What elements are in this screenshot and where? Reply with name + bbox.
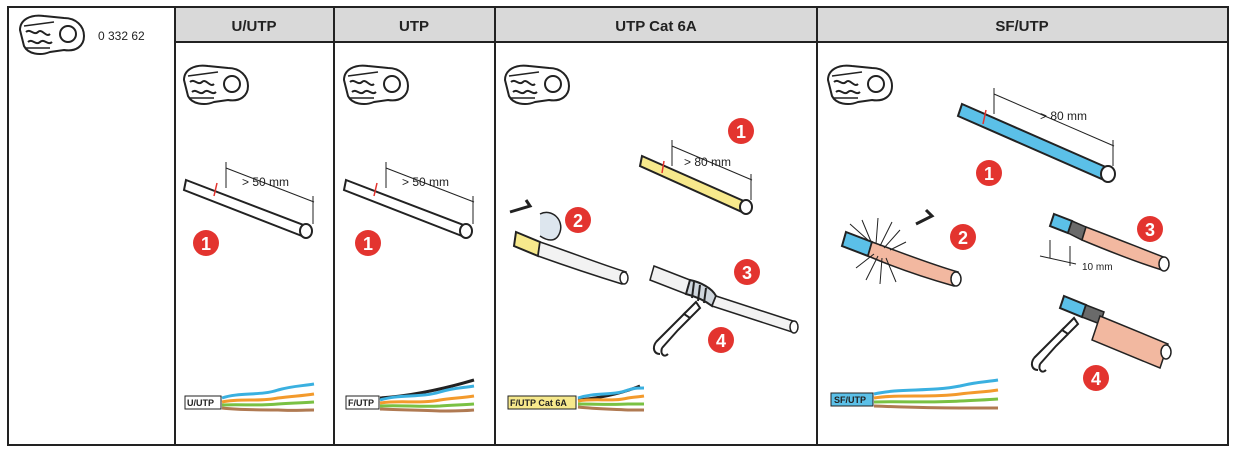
step-badge	[734, 259, 760, 285]
column-sfutp: > 80 mm 1 2 10 mm 3	[827, 64, 1172, 410]
twisted-pairs	[379, 378, 475, 413]
cable-icon	[638, 154, 753, 215]
step-number: 1	[201, 234, 211, 254]
step-number: 3	[1145, 220, 1155, 240]
header-band	[175, 8, 1227, 42]
product-reference: 0 332 62	[98, 29, 145, 43]
step-number: 4	[716, 331, 726, 351]
step-badge	[950, 224, 976, 250]
cable-icon	[1048, 212, 1170, 272]
cable-type-label: SF/UTP	[834, 395, 866, 405]
cable-type-label: U/UTP	[187, 398, 214, 408]
step-number: 2	[573, 211, 583, 231]
step-number: 2	[958, 228, 968, 248]
column-utp-cat6a: > 80 mm 1 2 3 4	[504, 64, 799, 412]
column-utp: > 50 mm 1 F/UTP	[342, 64, 475, 413]
step-badge	[1083, 365, 1109, 391]
cable-icon	[512, 211, 629, 285]
wire-stripper-icon	[343, 64, 409, 105]
step-badge	[355, 230, 381, 256]
column-header-utp: UTP	[399, 18, 429, 35]
arrow-icon	[509, 199, 533, 214]
step-number: 3	[742, 263, 752, 283]
length-label: > 50 mm	[402, 175, 449, 189]
cable-icon	[956, 102, 1116, 183]
column-header-uutp: U/UTP	[232, 18, 277, 35]
length-label: > 80 mm	[1040, 109, 1087, 123]
step-badge	[193, 230, 219, 256]
wire-stripper-icon	[827, 64, 893, 105]
length-label: > 50 mm	[242, 175, 289, 189]
step-badge	[1137, 216, 1163, 242]
cable-icon	[1058, 294, 1172, 369]
twisted-pairs	[873, 378, 999, 410]
column-header-utp-cat6a: UTP Cat 6A	[615, 18, 697, 35]
step-number: 1	[736, 122, 746, 142]
column-header-sfutp: SF/UTP	[995, 18, 1048, 35]
step-number: 1	[363, 234, 373, 254]
column-uutp: > 50 mm 1 U/UTP	[182, 64, 315, 412]
cable-type-label: F/UTP	[348, 398, 374, 408]
twisted-pairs	[577, 384, 645, 412]
twisted-pairs	[221, 382, 315, 412]
cable-icon	[182, 178, 313, 239]
step-badge	[728, 118, 754, 144]
cable-type-label: F/UTP Cat 6A	[510, 398, 567, 408]
cable-icon	[840, 217, 962, 287]
length-label: > 80 mm	[684, 155, 731, 169]
cable-icon	[649, 265, 799, 334]
step-number: 1	[984, 164, 994, 184]
step-badge	[708, 327, 734, 353]
step-badge	[565, 207, 591, 233]
wire-stripper-icon	[19, 14, 85, 55]
step-number: 4	[1091, 369, 1101, 389]
wire-stripper-icon	[183, 64, 249, 105]
wire-stripper-icon	[504, 64, 570, 105]
dimension-label: 10 mm	[1082, 262, 1113, 273]
cable-icon	[342, 178, 473, 239]
arrow-icon	[915, 208, 935, 226]
step-badge	[976, 160, 1002, 186]
